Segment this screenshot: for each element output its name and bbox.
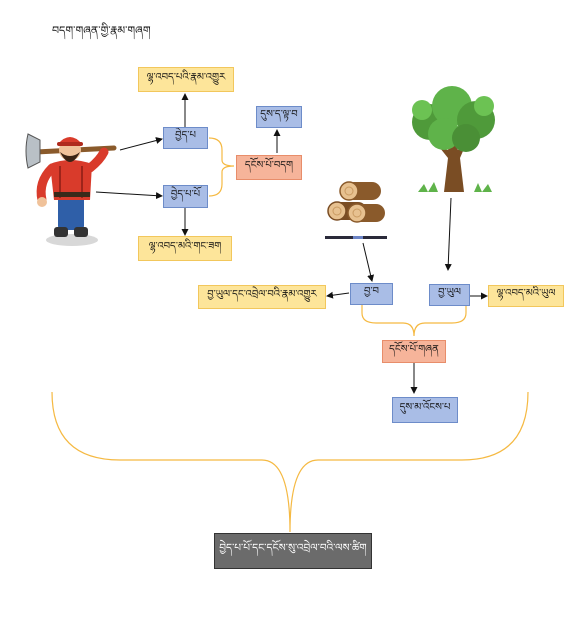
node-conclusion: བྱེད་པ་པོ་དང་དངོས་སུ་འབྲེལ་བའི་ལས་ཚིག bbox=[214, 533, 372, 569]
diagram-title: བདག་གཞན་གྱི་རྣམ་གཞག bbox=[52, 24, 151, 37]
tree-canopy bbox=[412, 86, 495, 152]
node-actor: བྱེད་པ bbox=[163, 127, 208, 149]
node-other-thing: དངོས་པོ་གཞན bbox=[382, 340, 446, 363]
node-actor-self: ལྷ་འབད་མའི་གང་ཟག bbox=[138, 236, 232, 261]
node-object-self: ལྷ་འབད་མའི་ཡུལ bbox=[488, 285, 564, 307]
arrow-lumberjack-actor-person bbox=[95, 191, 163, 200]
log-right bbox=[347, 203, 385, 223]
lumberjack-beard bbox=[60, 152, 80, 162]
arrow-logs-object bbox=[362, 242, 375, 282]
bracket-object bbox=[361, 305, 467, 337]
node-past-tense: དུས་མ་འོངས་པ bbox=[392, 397, 458, 423]
lumberjack-legs bbox=[58, 196, 84, 230]
node-actor-person: བྱེད་པ་པོ bbox=[163, 185, 208, 208]
node-present-future: དུས་ད་ལྟ་བ bbox=[256, 106, 302, 128]
tree-trunk bbox=[440, 140, 466, 192]
bracket-actor bbox=[208, 137, 235, 197]
log-top bbox=[339, 181, 381, 201]
bracket-conclusion bbox=[51, 391, 529, 533]
node-thing-itself: དངོས་པོ་བདག bbox=[236, 155, 302, 180]
axe-head bbox=[25, 133, 41, 169]
node-actor-result: ལྷ་འབད་པའི་རྣམ་འགྱུར bbox=[138, 67, 234, 92]
arrow-lumberjack-actor bbox=[119, 137, 163, 151]
logs-illustration bbox=[325, 181, 387, 239]
tree-grass bbox=[418, 182, 492, 192]
lumberjack-illustration bbox=[25, 133, 117, 246]
tree-illustration bbox=[412, 86, 495, 192]
arrow-object-result bbox=[326, 291, 350, 299]
node-object: བྱ་བ bbox=[350, 283, 393, 305]
lumberjack-shadow bbox=[46, 234, 98, 246]
node-object-thing: བྱ་ཡུལ bbox=[429, 284, 470, 306]
node-object-result: བྱ་ཡུལ་དང་འབྲེལ་བའི་རྣམ་འགྱུར bbox=[198, 285, 326, 309]
arrow-tree-object-thing bbox=[444, 197, 452, 271]
